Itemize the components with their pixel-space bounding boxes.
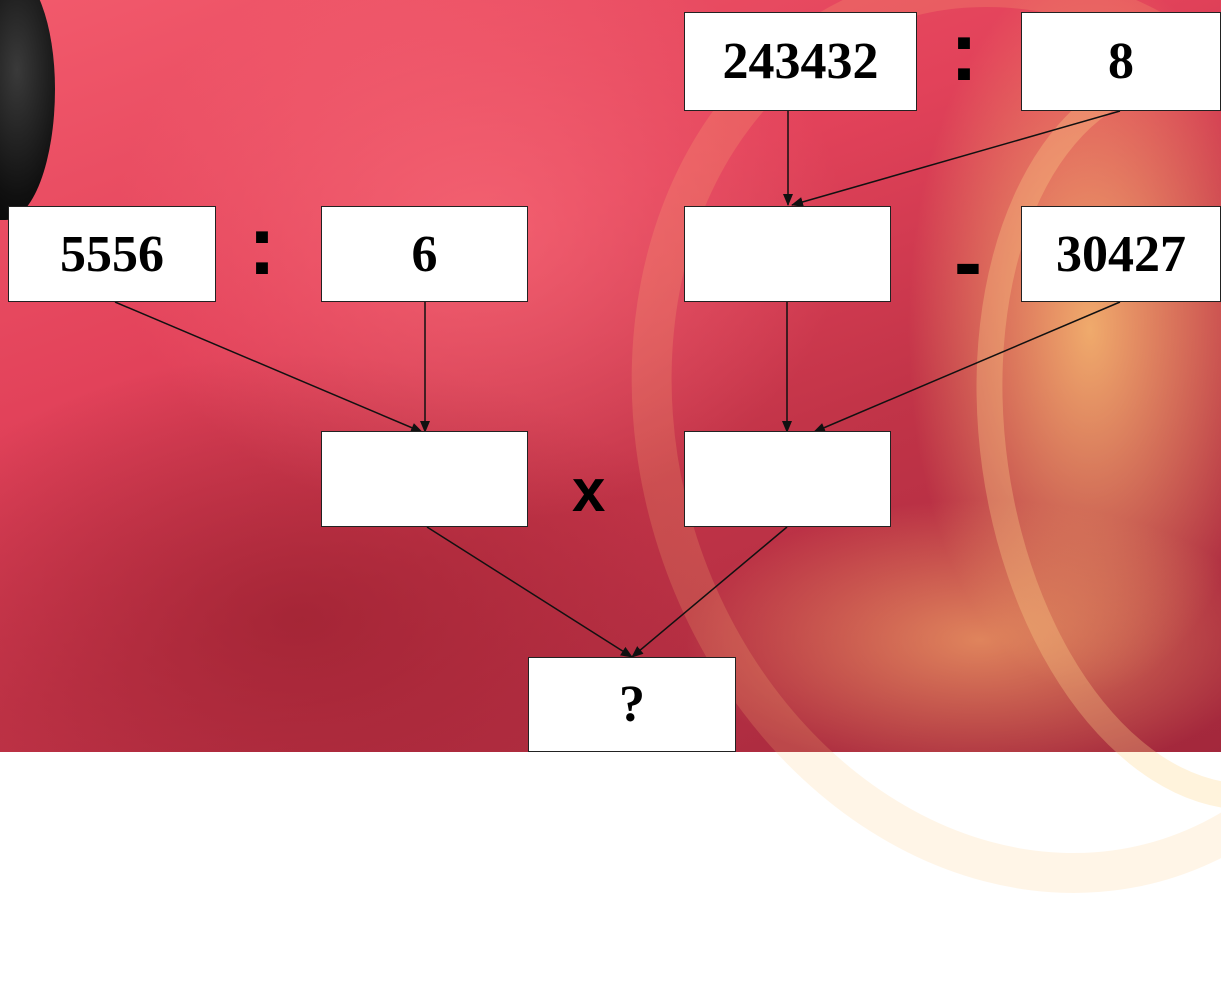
- left-divide-operator: :: [248, 198, 276, 292]
- top-dividend-box[interactable]: 243432: [684, 12, 917, 111]
- left-product-box[interactable]: [321, 431, 528, 527]
- arrow-left-dividend-to-quotient: [114, 301, 423, 433]
- left-divisor-box[interactable]: 6: [321, 206, 528, 302]
- right-subtrahend-box[interactable]: 30427: [1021, 206, 1221, 302]
- arrow-left-product-to-result: [426, 526, 633, 658]
- subtract-operator: -: [954, 215, 982, 309]
- arrow-subtrahend-to-difference: [813, 301, 1121, 433]
- result-box[interactable]: ?: [528, 657, 736, 752]
- top-divide-operator: :: [950, 4, 978, 98]
- right-difference-box[interactable]: [684, 431, 891, 527]
- arrow-right-product-to-result: [631, 526, 788, 658]
- top-divisor-box[interactable]: 8: [1021, 12, 1221, 111]
- top-quotient-box[interactable]: [684, 206, 891, 302]
- multiply-operator: x: [572, 457, 606, 524]
- left-dividend-box[interactable]: 5556: [8, 206, 216, 302]
- arrow-top-divisor-to-quotient: [791, 110, 1121, 207]
- background: [0, 0, 1221, 752]
- flow-arrows: [114, 110, 1121, 658]
